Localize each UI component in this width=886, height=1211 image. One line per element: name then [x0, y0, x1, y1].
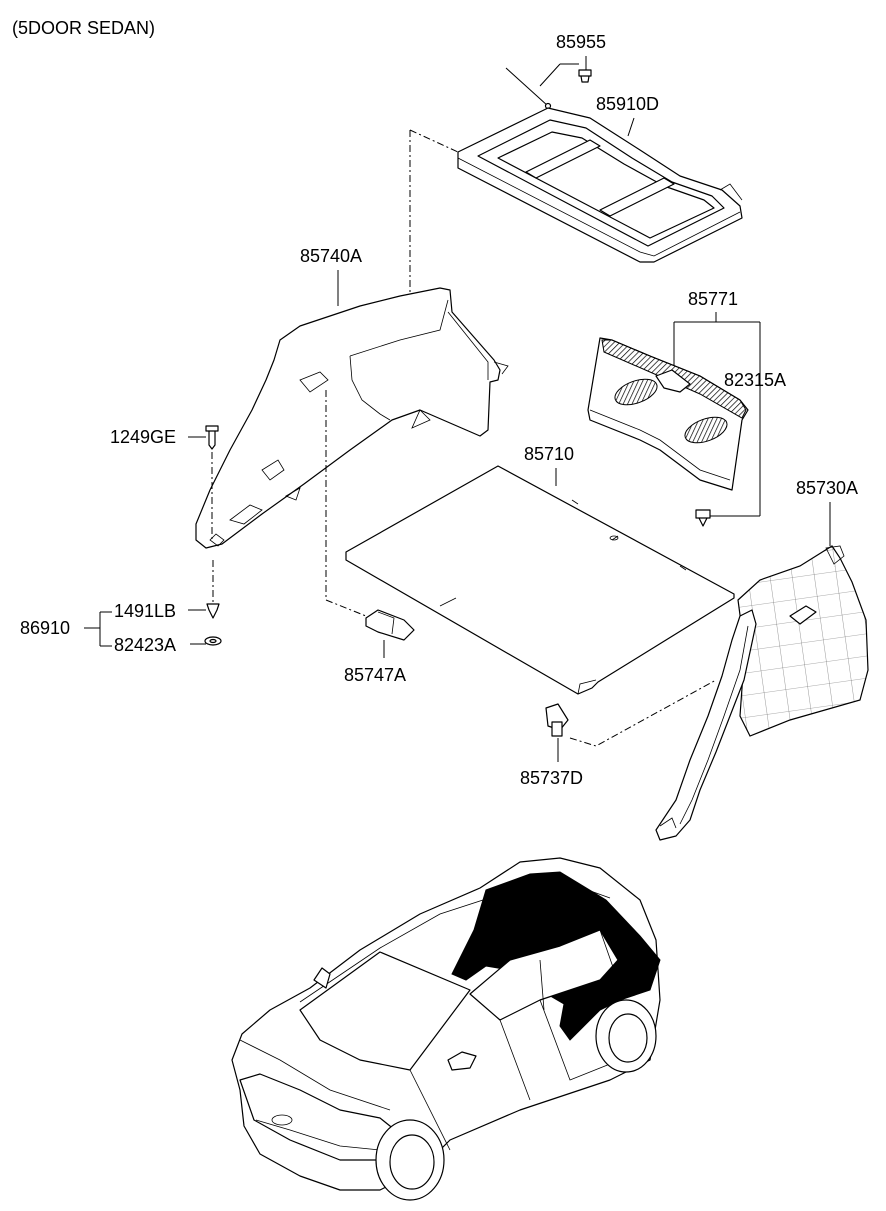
label-85737D: 85737D [520, 768, 583, 788]
part-85730A-trunk-trim-right[interactable]: 85730A [655, 478, 869, 841]
part-1249GE-screw[interactable]: 1249GE [110, 425, 219, 540]
part-85747A-luggage-hook[interactable]: 85747A [325, 390, 415, 685]
label-86910: 86910 [20, 618, 70, 638]
label-85747A: 85747A [344, 665, 406, 685]
label-85710: 85710 [524, 444, 574, 464]
car-location-illustration [231, 857, 661, 1201]
label-85955: 85955 [556, 32, 606, 52]
label-82423A: 82423A [114, 635, 176, 655]
label-1491LB: 1491LB [114, 601, 176, 621]
part-85955-clip[interactable]: 85955 [505, 32, 606, 110]
label-1249GE: 1249GE [110, 427, 176, 447]
label-85730A: 85730A [796, 478, 858, 498]
part-85771-rear-transverse-trim[interactable]: 85771 82315A [587, 289, 786, 527]
label-85910D: 85910D [596, 94, 659, 114]
diagram-title: (5DOOR SEDAN) [12, 18, 155, 38]
label-82315A: 82315A [724, 370, 786, 390]
guide-line [409, 129, 459, 153]
part-86910-group[interactable]: 86910 1491LB 82423A [20, 560, 222, 655]
label-85740A: 85740A [300, 246, 362, 266]
part-85737D-clip[interactable]: 85737D [520, 679, 717, 788]
part-85740A-trunk-trim-left[interactable]: 85740A [195, 246, 509, 549]
part-85710-luggage-covering[interactable]: 85710 [345, 444, 735, 695]
label-85771: 85771 [688, 289, 738, 309]
part-85910D-package-tray[interactable]: 85910D [457, 94, 743, 263]
